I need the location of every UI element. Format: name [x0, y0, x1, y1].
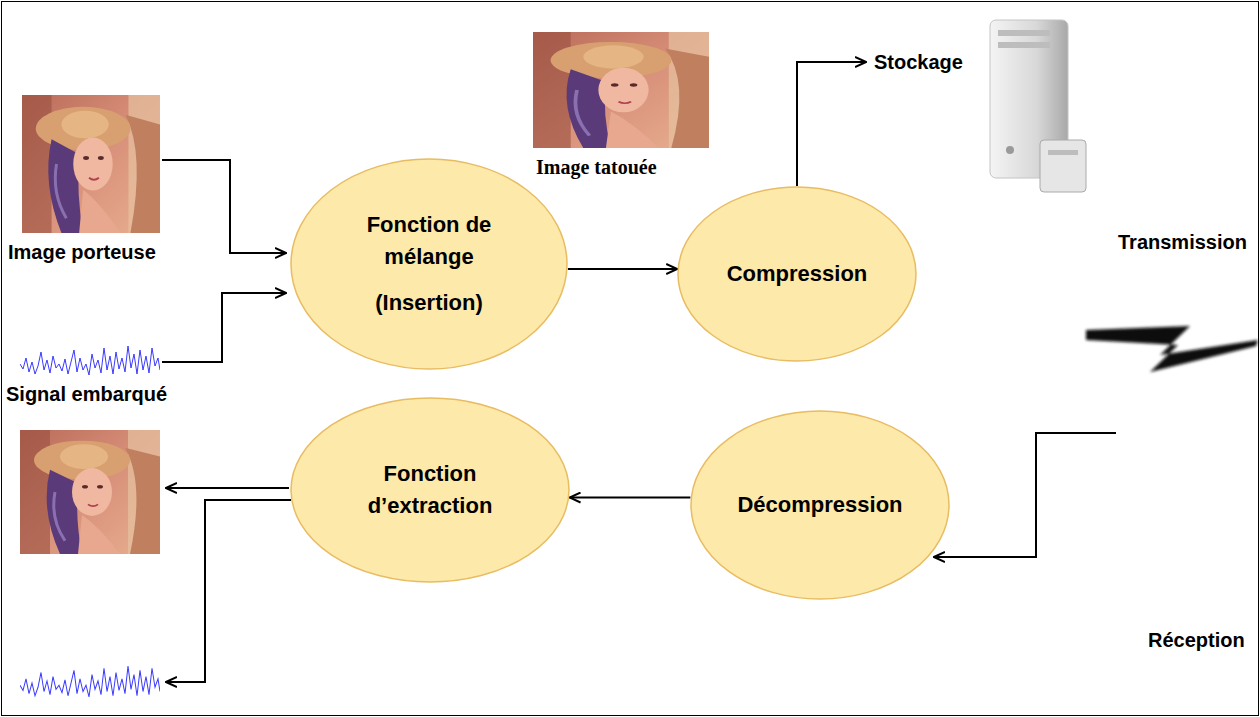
reception-line [934, 433, 1116, 557]
extracted-image [20, 430, 160, 554]
process-ellipse: Décompression [690, 410, 950, 600]
flow-arrow [568, 268, 677, 270]
node-text: Compression [727, 258, 868, 290]
flow-arrow [570, 497, 691, 499]
ellipse-outline [290, 397, 570, 583]
node-text: (Insertion) [375, 287, 483, 319]
ellipse-content: Fonction de mélange (Insertion) [360, 209, 499, 319]
caption-label: Transmission [1118, 230, 1247, 254]
caption-label: Stockage [874, 50, 963, 74]
ellipse-shape [291, 398, 569, 582]
storage-line [797, 62, 866, 186]
embedded-signal [20, 346, 160, 375]
caption-label: Signal embarqué [6, 382, 167, 406]
extracted-signal [20, 666, 160, 697]
ellipse-shape [678, 187, 916, 361]
watermarked-image [533, 32, 709, 148]
server-icon [990, 20, 1086, 192]
node-text: Fonction de mélange [360, 209, 499, 273]
input-line [162, 160, 286, 253]
input-line [162, 293, 286, 362]
node-text: Fonction d’extraction [360, 458, 500, 522]
ellipse-content: Fonction d’extraction [360, 458, 500, 522]
output-line [166, 487, 289, 489]
ellipse-content: Compression [727, 258, 868, 290]
flow-lines [162, 62, 1116, 682]
ellipse-content: Décompression [737, 489, 902, 521]
caption-label: Image tatouée [536, 156, 657, 179]
transmission-bolt [1086, 326, 1258, 372]
carrier-image [22, 95, 160, 233]
ellipse-shape [291, 159, 567, 369]
ellipse-shape [691, 411, 949, 599]
process-ellipse: Compression [677, 186, 917, 362]
process-ellipse: Fonction de mélange (Insertion) [290, 158, 568, 370]
caption-label: Image porteuse [8, 240, 156, 264]
caption-label: Réception [1148, 628, 1245, 652]
node-text: Décompression [737, 489, 902, 521]
output-line [166, 500, 291, 682]
process-ellipse: Fonction d’extraction [290, 397, 570, 583]
